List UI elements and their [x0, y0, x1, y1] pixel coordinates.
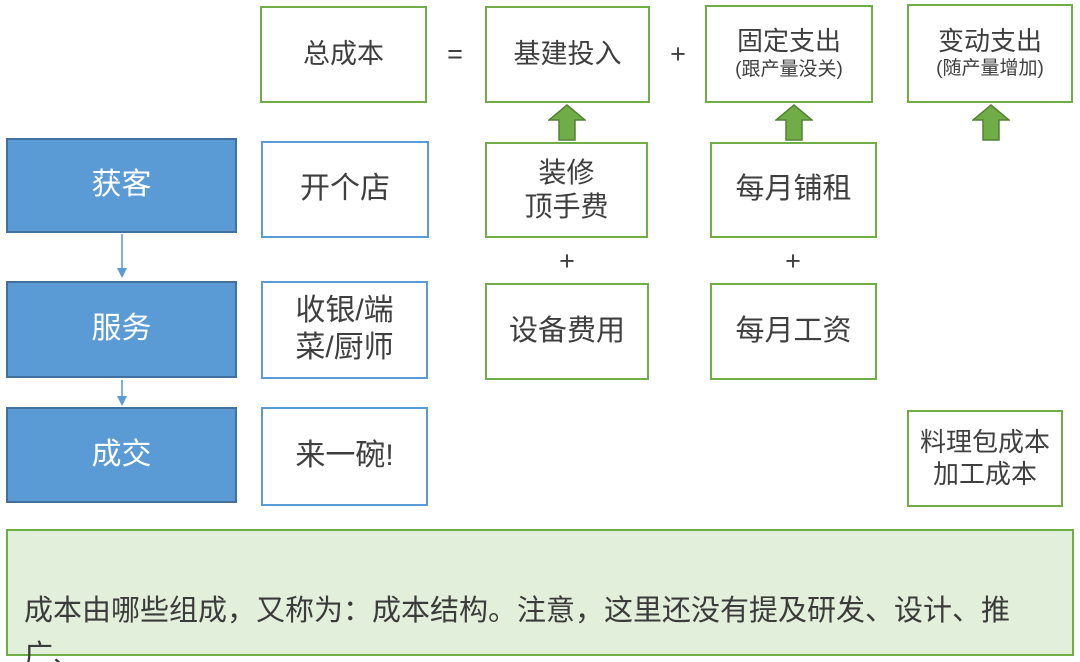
ingredient-cost-label: 料理包成本 加工成本	[919, 426, 1050, 489]
monthly-rent-box: 每月铺租	[710, 142, 877, 238]
variable-cost-label: 变动支出	[937, 25, 1042, 56]
stage-acquisition-box: 获客	[6, 138, 237, 233]
stage-service-label: 服务	[91, 312, 152, 346]
plus-sign-top: +	[670, 39, 686, 69]
up-arrow-icon-variable	[972, 104, 1010, 141]
infra-investment-label: 基建投入	[513, 39, 622, 70]
example-open-shop-label: 开个店	[300, 172, 390, 206]
fixed-cost-subtitle: (跟产量没关)	[735, 58, 843, 80]
ingredient-cost-box: 料理包成本 加工成本	[907, 410, 1063, 507]
plus-sign-fixed: +	[785, 245, 801, 276]
monthly-rent-label: 每月铺租	[735, 173, 852, 206]
monthly-salary-label: 每月工资	[735, 314, 852, 347]
renovation-cost-label: 装修 顶手费	[524, 156, 609, 222]
down-arrow-connector-2	[117, 380, 127, 406]
stage-service-box: 服务	[6, 281, 237, 378]
equipment-cost-label: 设备费用	[508, 314, 625, 347]
variable-cost-subtitle: (随产量增加)	[936, 58, 1044, 80]
variable-cost-box: 变动支出 (随产量增加)	[907, 4, 1073, 103]
example-order-box: 来一碗!	[261, 407, 428, 506]
summary-note-box: 成本由哪些组成，又称为：成本结构。注意，这里还没有提及研发、设计、推广、 营销、…	[6, 529, 1074, 662]
example-staff-label: 收银/端 菜/厨师	[295, 294, 394, 364]
monthly-salary-box: 每月工资	[710, 283, 877, 380]
plus-sign-infra: +	[559, 245, 575, 276]
up-arrow-icon-fixed	[775, 104, 813, 141]
total-cost-label: 总成本	[303, 39, 384, 70]
equipment-cost-box: 设备费用	[485, 283, 649, 380]
down-arrow-connector-1	[117, 234, 127, 278]
fixed-cost-box: 固定支出 (跟产量没关)	[705, 5, 873, 103]
equals-sign: =	[447, 39, 463, 69]
stage-acquisition-label: 获客	[91, 168, 152, 202]
infra-investment-box: 基建投入	[485, 6, 650, 103]
fixed-cost-label: 固定支出	[736, 26, 841, 57]
summary-note-text: 成本由哪些组成，又称为：成本结构。注意，这里还没有提及研发、设计、推广、 营销、…	[24, 595, 1011, 662]
up-arrow-icon-infra	[548, 104, 586, 141]
example-order-label: 来一碗!	[295, 439, 394, 473]
stage-deal-box: 成交	[6, 407, 237, 503]
total-cost-box: 总成本	[260, 6, 427, 103]
example-staff-box: 收银/端 菜/厨师	[261, 281, 428, 379]
stage-deal-label: 成交	[91, 437, 152, 471]
renovation-cost-box: 装修 顶手费	[485, 142, 648, 238]
example-open-shop-box: 开个店	[261, 141, 429, 238]
